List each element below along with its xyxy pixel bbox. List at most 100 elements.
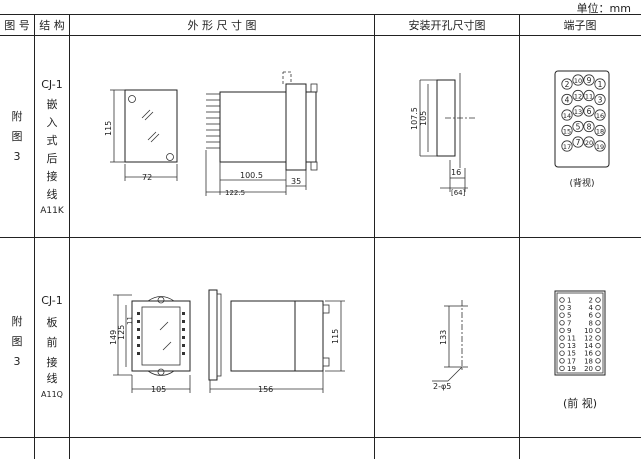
- terminal-label: 4: [589, 304, 594, 312]
- terminal-circle: [572, 120, 584, 133]
- terminal-circle: [572, 136, 584, 148]
- terminal-label: 3: [567, 304, 571, 312]
- terminal-label: 3: [598, 95, 603, 104]
- terminal-circle: [561, 124, 573, 137]
- terminal-label: 8: [587, 122, 592, 131]
- terminal-label: 7: [576, 138, 581, 147]
- row2-front-view: 149 125 11 105: [109, 294, 191, 394]
- svg-text:入: 入: [47, 116, 58, 129]
- terminal-label: 12: [584, 335, 593, 343]
- terminal-circle: [559, 297, 565, 303]
- svg-text:122.5: 122.5: [225, 189, 245, 197]
- terminal-label: 20: [585, 139, 593, 147]
- terminal-label: 17: [567, 357, 576, 365]
- svg-text:接: 接: [47, 170, 58, 183]
- terminal-circle: [583, 136, 595, 148]
- terminal-label: 10: [584, 327, 593, 335]
- row1-front-view: 115 72: [104, 89, 178, 182]
- terminal-label: 12: [574, 92, 582, 100]
- svg-text:3: 3: [14, 355, 21, 368]
- row2-figno: 附 图 3: [12, 314, 23, 368]
- header-mounting: 安装开孔尺寸图: [409, 18, 486, 32]
- terminal-circle: [559, 342, 565, 349]
- terminal-circle: [594, 124, 606, 137]
- terminal-label: 18: [596, 127, 604, 135]
- terminal-label: 9: [587, 76, 592, 85]
- terminal-label: 5: [567, 312, 571, 320]
- terminal-label: 2: [565, 80, 570, 89]
- svg-text:后: 后: [47, 152, 58, 165]
- terminal-circle: [559, 327, 565, 334]
- row2-structure: CJ-1 板 前 接 线 A11Q: [41, 294, 63, 399]
- svg-text:149: 149: [109, 330, 118, 345]
- svg-text:前: 前: [47, 335, 58, 349]
- row1-side-view: 100.5 35 122.5: [205, 71, 318, 197]
- row2-side-view: 115 156: [208, 289, 345, 394]
- terminal-label: 18: [584, 357, 593, 365]
- terminal-circle: [595, 312, 601, 318]
- terminal-circle: [559, 304, 565, 311]
- svg-text:11: 11: [126, 316, 134, 325]
- svg-text:[64]: [64]: [451, 189, 466, 197]
- terminal-label: 14: [563, 112, 571, 120]
- header-terminal: 端子图: [564, 19, 597, 32]
- terminal-label: 16: [596, 112, 604, 120]
- terminal-circle: [572, 74, 584, 86]
- terminal-circle: [594, 140, 606, 152]
- terminal-label: 14: [584, 342, 593, 350]
- svg-text:线: 线: [47, 187, 58, 201]
- terminal-label: 19: [596, 143, 604, 151]
- terminal-label: 10: [574, 77, 582, 85]
- svg-text:35: 35: [291, 177, 301, 186]
- svg-text:72: 72: [142, 173, 152, 182]
- svg-text:CJ-1: CJ-1: [41, 294, 63, 307]
- svg-text:接: 接: [47, 356, 58, 369]
- terminal-label: 6: [587, 107, 592, 116]
- terminal-circle: [572, 105, 584, 117]
- terminal-circle: [561, 78, 573, 90]
- svg-text:图: 图: [12, 335, 23, 348]
- terminal-label: 11: [567, 335, 576, 343]
- terminal-circle: [559, 312, 565, 318]
- terminal-circle: [559, 320, 565, 326]
- header-outline: 外 形 尺 寸 图: [188, 18, 257, 32]
- terminal-label: 7: [567, 319, 571, 327]
- terminal-circle: [561, 140, 573, 152]
- terminal-circle: [583, 74, 595, 86]
- svg-text:3: 3: [14, 150, 21, 163]
- svg-text:A11Q: A11Q: [41, 390, 63, 399]
- svg-text:115: 115: [331, 329, 340, 344]
- header-figno: 图 号: [4, 19, 30, 32]
- terminal-circle: [561, 109, 573, 121]
- terminal-circle: [559, 365, 565, 372]
- terminal-label: 8: [589, 319, 593, 327]
- terminal-circle: [595, 365, 601, 372]
- terminal-label: 2: [589, 297, 593, 305]
- terminal-circle: [595, 327, 601, 334]
- header-structure: 结 构: [39, 18, 65, 32]
- row1-terminal-view: (背视): [569, 177, 594, 189]
- terminal-circle: [595, 342, 601, 349]
- row2-terminal-view: (前 视): [563, 396, 597, 410]
- svg-text:CJ-1: CJ-1: [41, 78, 63, 91]
- terminal-circle: [595, 350, 601, 356]
- terminal-label: 11: [585, 92, 593, 100]
- terminal-label: 17: [563, 143, 571, 151]
- terminal-circle: [595, 304, 601, 311]
- terminal-circle: [595, 320, 601, 326]
- unit-label: 单位：mm: [576, 2, 631, 15]
- terminal-label: 6: [589, 312, 594, 320]
- terminal-circle: [572, 89, 584, 102]
- terminal-circle: [594, 93, 606, 106]
- svg-text:100.5: 100.5: [240, 171, 263, 180]
- svg-text:125: 125: [117, 325, 126, 340]
- terminal-circle: [583, 89, 595, 102]
- svg-text:105: 105: [419, 111, 428, 126]
- svg-text:133: 133: [439, 330, 448, 345]
- row2-cutout: 133 2-φ5: [432, 300, 468, 391]
- terminal-label: 1: [567, 297, 571, 305]
- svg-text:115: 115: [104, 121, 113, 136]
